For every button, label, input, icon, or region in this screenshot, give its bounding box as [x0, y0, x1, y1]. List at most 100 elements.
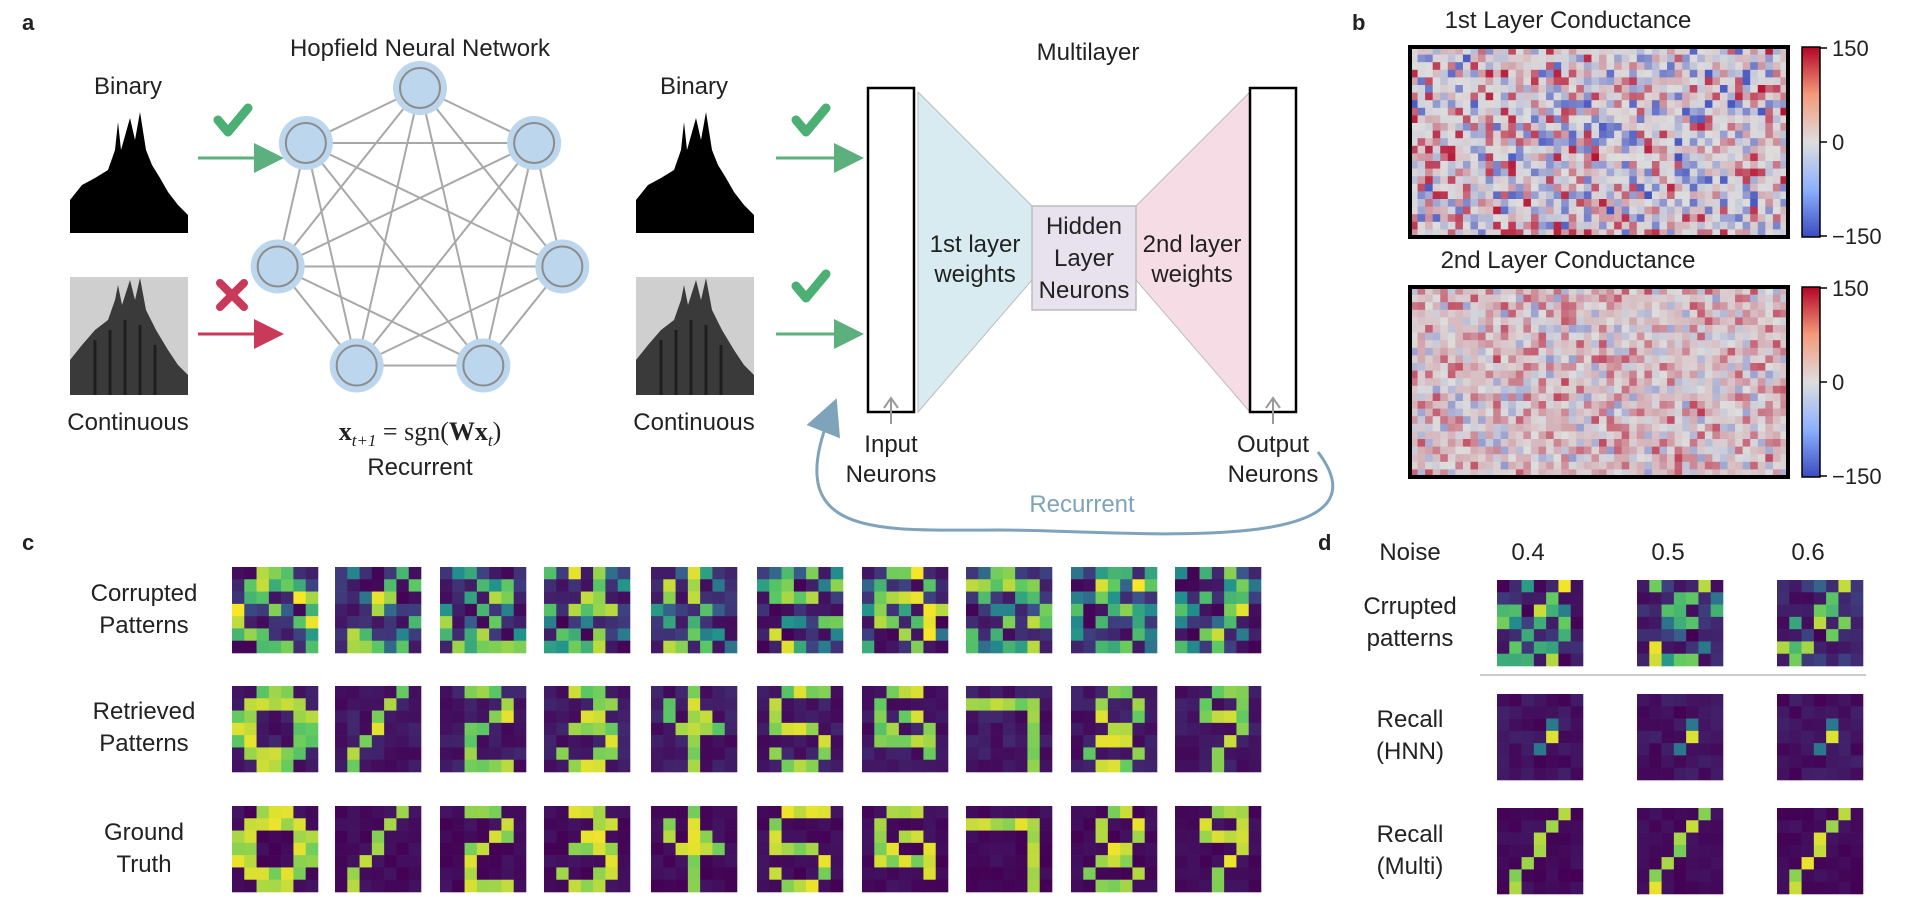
- pattern-pixel: [1698, 755, 1712, 769]
- pattern-pixel: [501, 842, 515, 856]
- pattern-pixel: [687, 818, 701, 831]
- heatmap-cell: [1447, 123, 1456, 131]
- pattern-pixel: [347, 579, 360, 592]
- pattern-pixel: [501, 879, 515, 893]
- heatmap-cell: [1470, 115, 1479, 124]
- heatmap-cell: [1621, 191, 1630, 200]
- heatmap-cell: [1689, 92, 1698, 101]
- pattern-pixel: [1083, 842, 1096, 856]
- pattern-pixel: [1637, 641, 1650, 655]
- heatmap-cell: [1538, 325, 1547, 333]
- pattern-pixel: [396, 603, 410, 617]
- pattern-pixel: [1015, 842, 1028, 856]
- pattern-pixel: [605, 867, 619, 881]
- heatmap-cell: [1636, 363, 1645, 371]
- heatmap-cell: [1440, 145, 1449, 154]
- pattern-pixel: [923, 567, 937, 580]
- pattern-pixel: [1039, 603, 1053, 617]
- pattern-pixel: [1533, 844, 1547, 858]
- pattern-pixel: [268, 710, 282, 724]
- pattern-pixel: [1107, 830, 1121, 844]
- heatmap-cell: [1651, 416, 1660, 425]
- heatmap-cell: [1621, 347, 1630, 356]
- pattern-pixel: [489, 855, 502, 868]
- pattern-pixel: [256, 722, 270, 736]
- pattern-pixel: [966, 567, 979, 580]
- pattern-pixel: [1144, 710, 1158, 724]
- heatmap-cell: [1515, 355, 1524, 364]
- heatmap-cell: [1478, 161, 1486, 169]
- heatmap-cell: [1591, 92, 1600, 101]
- heatmap-cell: [1583, 92, 1592, 101]
- pattern-pixel: [1838, 718, 1852, 732]
- heatmap-cell: [1591, 199, 1600, 207]
- heatmap-cell: [1659, 454, 1668, 463]
- pattern-pixel: [617, 806, 631, 819]
- pattern-pixel: [874, 579, 887, 592]
- pattern-pixel: [1039, 579, 1053, 592]
- pattern-pixel: [440, 855, 453, 868]
- heatmap-cell: [1719, 123, 1728, 131]
- heatmap-cell: [1704, 317, 1713, 326]
- heatmap-cell: [1712, 168, 1721, 177]
- heatmap-cell: [1432, 370, 1441, 379]
- heatmap-cell: [1667, 206, 1675, 215]
- heatmap-cell: [1500, 47, 1509, 55]
- heatmap-cell: [1780, 461, 1789, 470]
- heatmap-cell: [1410, 138, 1418, 147]
- pattern-pixel: [1826, 706, 1839, 719]
- heatmap-cell: [1712, 145, 1721, 154]
- heatmap-cell: [1667, 176, 1675, 185]
- heatmap-cell: [1553, 461, 1562, 470]
- heatmap-cell: [1772, 168, 1781, 177]
- pattern-pixel: [1637, 629, 1650, 642]
- heatmap-cell: [1470, 332, 1479, 341]
- pattern-pixel: [1248, 722, 1262, 736]
- pattern-pixel: [1661, 808, 1675, 821]
- pattern-pixel: [793, 855, 807, 868]
- heatmap-cell: [1667, 370, 1675, 379]
- heatmap-cell: [1621, 340, 1630, 349]
- heatmap-cell: [1757, 47, 1766, 55]
- pattern-pixel: [1558, 755, 1572, 769]
- pattern-pixel: [712, 842, 726, 856]
- heatmap-cell: [1735, 461, 1744, 470]
- pattern-pixel: [464, 686, 478, 699]
- heatmap-cell: [1659, 287, 1668, 295]
- first-layer-weights-label-line2: weights: [933, 261, 1015, 288]
- heatmap-cell: [1500, 325, 1509, 333]
- pattern-pixel: [1509, 580, 1522, 593]
- pattern-pixel: [617, 567, 631, 580]
- heatmap-cell: [1561, 287, 1570, 295]
- pattern-pixel: [1533, 641, 1547, 655]
- heatmap-cell: [1727, 123, 1736, 131]
- heatmap-cell: [1614, 317, 1623, 326]
- heatmap-cell: [1599, 54, 1607, 63]
- heatmap-cell: [1599, 370, 1607, 379]
- heatmap-cell: [1500, 294, 1509, 303]
- heatmap-cell: [1410, 100, 1418, 109]
- pattern-pixel: [1521, 730, 1535, 744]
- heatmap-cell: [1614, 378, 1623, 387]
- pattern-pixel: [1533, 718, 1547, 732]
- heatmap-cell: [1440, 355, 1449, 364]
- pattern-pixel: [712, 818, 726, 831]
- pattern-pixel: [1673, 616, 1687, 630]
- pattern-retrieved-7: [966, 686, 1053, 773]
- pattern-pixel: [1546, 857, 1559, 870]
- heatmap-cell: [1621, 363, 1630, 371]
- heatmap-cell: [1530, 100, 1539, 109]
- pattern-pixel: [593, 616, 606, 629]
- second-layer-weights-label-line1: 2nd layer: [1143, 231, 1242, 258]
- pattern-pixel: [663, 628, 676, 642]
- pattern-pixel: [476, 640, 490, 654]
- pattern-pixel: [256, 640, 270, 654]
- heatmap-cell: [1432, 54, 1441, 63]
- pattern-pixel: [1211, 830, 1225, 844]
- pattern-pixel: [1199, 567, 1213, 580]
- heatmap-cell: [1515, 168, 1524, 177]
- pattern-pixel: [408, 616, 422, 629]
- pattern-pixel: [793, 698, 807, 711]
- pattern-pixel: [464, 628, 478, 642]
- pattern-pixel: [384, 710, 397, 724]
